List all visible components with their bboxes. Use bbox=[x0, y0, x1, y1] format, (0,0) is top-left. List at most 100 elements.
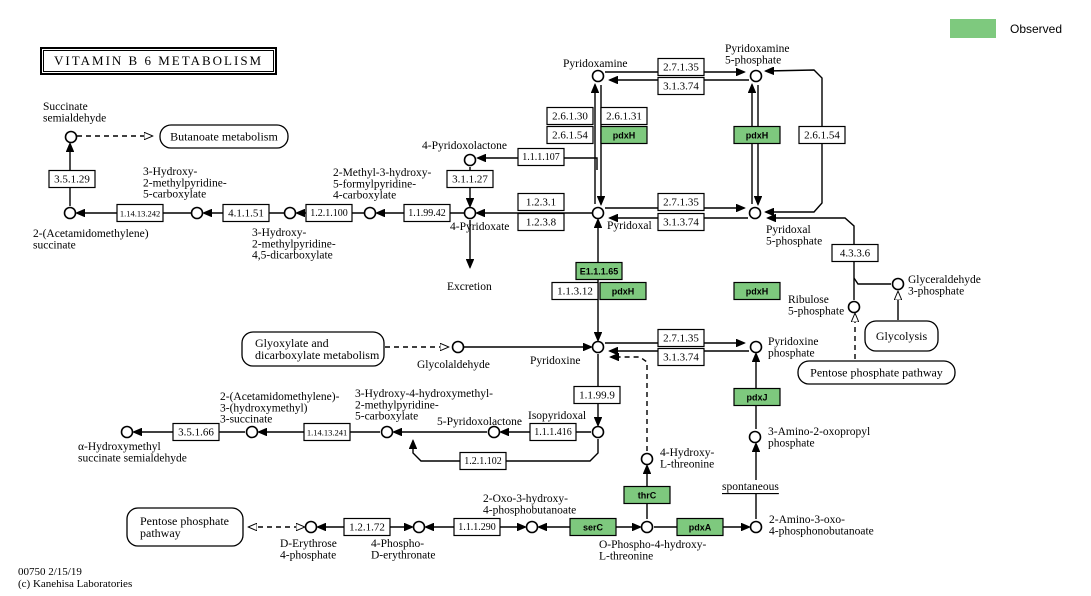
enzyme-box-2.6.1.54[interactable] bbox=[798, 125, 846, 145]
compound-node-3-hydroxy-4-hydroxymethyl-2-methylpyridine-5-carboxylate[interactable] bbox=[380, 425, 394, 439]
enzyme-box-1.1.1.290[interactable] bbox=[453, 517, 501, 537]
box-label: 3.5.1.29 bbox=[54, 174, 90, 186]
compound-node-3-amino-2-oxopropyl-phosphate[interactable] bbox=[748, 430, 762, 444]
box-label: 2.6.1.54 bbox=[552, 130, 588, 142]
box-label: pdxH bbox=[746, 287, 769, 297]
compound-node-isopyridoxal[interactable] bbox=[591, 425, 605, 439]
enzyme-box-3.1.3.74[interactable] bbox=[657, 212, 705, 232]
compound-node-2-oxo-3-hydroxy-4-phosphobutanoate[interactable] bbox=[525, 520, 539, 534]
enzyme-box-3.1.3.74[interactable] bbox=[657, 76, 705, 96]
pathway-link-glyoxylate-dicarboxylate-metabolism[interactable] bbox=[241, 331, 385, 367]
box-label: 2.6.1.54 bbox=[804, 130, 840, 142]
pathway-link-butanoate-metabolism[interactable] bbox=[159, 124, 289, 149]
enzyme-box-2.6.1.30[interactable] bbox=[546, 106, 594, 126]
pathway-link-label: Glycolysis bbox=[876, 329, 928, 343]
compound-node-pyridoxine-phosphate[interactable] bbox=[749, 340, 763, 354]
enzyme-box-2.6.1.31[interactable] bbox=[600, 106, 648, 126]
enzyme-box-3.1.1.27[interactable] bbox=[446, 169, 494, 189]
enzyme-box-3.5.1.29[interactable] bbox=[48, 169, 96, 189]
compound-node-pyridoxamine[interactable] bbox=[591, 69, 605, 83]
pathway-link-label: Pentose phosphate bbox=[140, 514, 229, 528]
compound-node-d-erythrose-4-phosphate[interactable] bbox=[304, 520, 318, 534]
compound-node-pyridoxine[interactable] bbox=[591, 340, 605, 354]
gene-box-E1.1.1.65[interactable] bbox=[575, 261, 623, 281]
enzyme-box-4.1.1.51[interactable] bbox=[222, 203, 270, 223]
compound-node-succinate-semialdehyde[interactable] bbox=[64, 130, 78, 144]
compound-node-4-phospho-d-erythronate[interactable] bbox=[412, 520, 426, 534]
compound-node-glyceraldehyde-3-phosphate[interactable] bbox=[891, 277, 905, 291]
compound-node-4-pyridoxolactone[interactable] bbox=[463, 153, 477, 167]
enzyme-box-2.7.1.35[interactable] bbox=[657, 192, 705, 212]
gene-box-pdxH[interactable] bbox=[733, 125, 781, 145]
enzyme-box-2.7.1.35[interactable] bbox=[657, 328, 705, 348]
text-label: 5-Pyridoxolactone bbox=[437, 416, 522, 428]
gene-box-pdxJ[interactable] bbox=[733, 387, 781, 407]
compound-node-2-acetamidomethylene-3-hydroxymethyl-succinate[interactable] bbox=[245, 425, 259, 439]
compound-node-2-methyl-3-hydroxy-5-formylpyridine-4-carboxylate[interactable] bbox=[363, 206, 377, 220]
enzyme-box-1.2.3.8[interactable] bbox=[517, 212, 565, 232]
compound-node-2-amino-3-oxo-4-phosphonobutanoate[interactable] bbox=[749, 520, 763, 534]
box-label: pdxH bbox=[746, 131, 769, 141]
text-label: 4-Hydroxy-L-threonine bbox=[660, 447, 714, 470]
pathway-link-pentose-phosphate-pathway-left[interactable] bbox=[126, 507, 244, 547]
compound-node-glycolaldehyde[interactable] bbox=[451, 340, 465, 354]
box-label: 3.1.1.27 bbox=[452, 174, 488, 186]
compound-node-5-pyridoxolactone[interactable] bbox=[487, 425, 501, 439]
compound-node-4-pyridoxate[interactable] bbox=[463, 206, 477, 220]
compound-node-pyridoxamine-5-phosphate[interactable] bbox=[749, 69, 763, 83]
box-label: 1.1.3.12 bbox=[557, 286, 593, 298]
reaction-edge bbox=[611, 357, 648, 451]
enzyme-box-1.1.1.107[interactable] bbox=[517, 147, 565, 167]
box-label: 1.2.3.8 bbox=[526, 217, 557, 229]
box-label: 2.7.1.35 bbox=[663, 62, 699, 74]
enzyme-box-1.14.13.242[interactable] bbox=[116, 203, 164, 223]
box-label: 2.7.1.35 bbox=[663, 333, 699, 345]
compound-node-pyridoxal[interactable] bbox=[591, 206, 605, 220]
compound-node-pyridoxal-5-phosphate[interactable] bbox=[748, 206, 762, 220]
enzyme-box-3.5.1.66[interactable] bbox=[172, 422, 220, 442]
legend-label: Observed bbox=[1010, 21, 1063, 36]
box-label: 1.1.1.107 bbox=[522, 152, 560, 163]
enzyme-box-1.2.1.72[interactable] bbox=[343, 517, 391, 537]
enzyme-box-3.1.3.74[interactable] bbox=[657, 347, 705, 367]
enzyme-box-1.1.1.416[interactable] bbox=[529, 422, 577, 442]
compound-node-ribulose-5-phosphate[interactable] bbox=[847, 300, 861, 314]
compound-node-4-hydroxy-l-threonine[interactable] bbox=[640, 452, 654, 466]
compound-node-2-acetamidomethylene-succinate[interactable] bbox=[63, 206, 77, 220]
enzyme-box-4.3.3.6[interactable] bbox=[831, 243, 879, 263]
compound-node-alpha-hydroxymethyl-succinate-semialdehyde[interactable] bbox=[120, 425, 134, 439]
enzyme-box-1.2.3.1[interactable] bbox=[517, 192, 565, 212]
compound-node-3-hydroxy-2-methylpyridine-5-carboxylate[interactable] bbox=[190, 206, 204, 220]
box-label: 3.1.3.74 bbox=[663, 352, 699, 364]
enzyme-box-1.1.3.12[interactable] bbox=[551, 281, 599, 301]
text-label: spontaneous bbox=[722, 481, 779, 493]
reaction-edge bbox=[853, 277, 891, 285]
enzyme-box-1.1.99.42[interactable] bbox=[403, 203, 451, 223]
enzyme-box-1.14.13.241[interactable] bbox=[303, 422, 351, 442]
box-label: 1.2.1.72 bbox=[349, 522, 385, 534]
pathway-link-pentose-phosphate-pathway-right[interactable] bbox=[797, 360, 956, 385]
text-label: 3-Hydroxy-4-hydroxymethyl-2-methylpyridi… bbox=[355, 388, 493, 423]
enzyme-box-2.6.1.54[interactable] bbox=[546, 125, 594, 145]
copyright: (c) Kanehisa Laboratories bbox=[18, 577, 133, 590]
box-label: 2.6.1.30 bbox=[552, 111, 588, 123]
enzyme-box-2.7.1.35[interactable] bbox=[657, 57, 705, 77]
compound-node-o-phospho-4-hydroxy-l-threonine[interactable] bbox=[640, 520, 654, 534]
gene-box-pdxA[interactable] bbox=[676, 517, 724, 537]
box-label: 3.1.3.74 bbox=[663, 81, 699, 93]
text-label: Pyridoxamine bbox=[563, 58, 628, 70]
enzyme-box-1.2.1.102[interactable] bbox=[459, 451, 507, 471]
compound-node-3-hydroxy-2-methylpyridine-4-5-dicarboxylate[interactable] bbox=[283, 206, 297, 220]
gene-box-pdxH[interactable] bbox=[733, 281, 781, 301]
pathway-link-glycolysis[interactable] bbox=[864, 320, 939, 352]
gene-box-serC[interactable] bbox=[569, 517, 617, 537]
enzyme-box-1.2.1.100[interactable] bbox=[305, 203, 353, 223]
reaction-edge bbox=[768, 218, 855, 300]
gene-box-pdxH[interactable] bbox=[599, 281, 647, 301]
gene-box-pdxH[interactable] bbox=[600, 125, 648, 145]
text-label: 2-Oxo-3-hydroxy-4-phosphobutanoate bbox=[483, 493, 576, 516]
gene-box-thrC[interactable] bbox=[623, 485, 671, 505]
text-label: 2-(Acetamidomethylene)succinate bbox=[33, 228, 149, 251]
enzyme-box-1.1.99.9[interactable] bbox=[573, 385, 621, 405]
